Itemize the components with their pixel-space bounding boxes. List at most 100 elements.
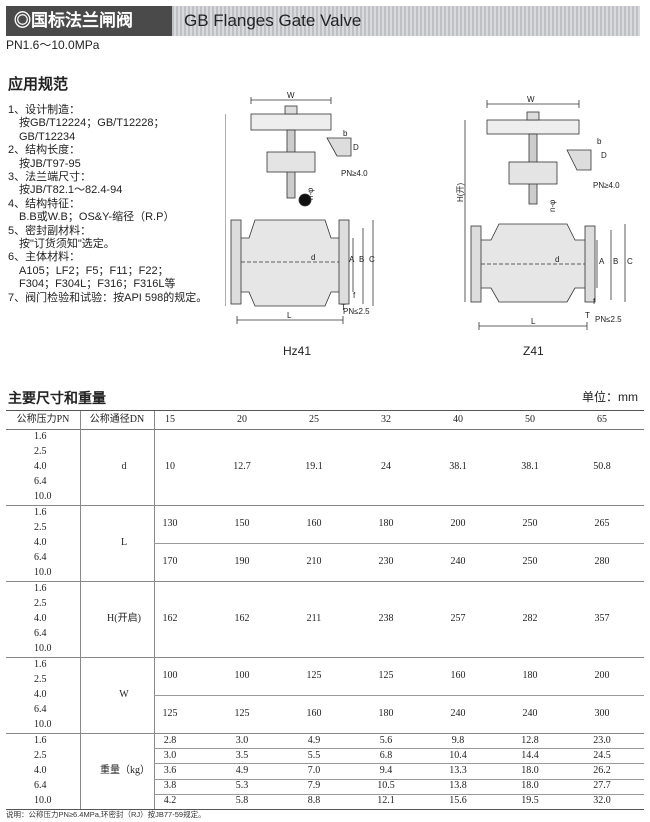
spec-line: 6、主体材料： — [8, 251, 81, 264]
group-divider — [6, 657, 644, 658]
table-cell: 250 — [522, 518, 538, 529]
label-w: W — [287, 92, 295, 100]
table-cell: 162 — [234, 613, 250, 624]
valve-drawings: W H(开) D b PN≥4.0 n-φ A B C d — [225, 92, 645, 364]
pn-value: 2.5 — [34, 674, 47, 685]
table-cell: 200 — [450, 518, 466, 529]
label-c: C — [369, 255, 375, 264]
spec-line: F304；F304L；F316；F316L等 — [8, 278, 176, 291]
label-n: n-φ — [306, 188, 315, 200]
table-cell: 9.4 — [379, 765, 393, 776]
row-divider — [154, 748, 644, 750]
param-label: 重量（kg） — [100, 765, 150, 776]
table-cell: 3.5 — [235, 749, 249, 761]
pn-value: 10.0 — [34, 491, 52, 502]
group-divider — [6, 733, 644, 734]
table-cell: 14.4 — [521, 749, 539, 761]
dn-header-value: 25 — [309, 414, 319, 425]
label-d-cap: D — [353, 143, 359, 152]
table-cell: 5.8 — [235, 795, 249, 807]
label-d: d — [555, 255, 559, 264]
table-cell: 200 — [594, 670, 610, 681]
label-h: H(开) — [456, 183, 465, 202]
table-cell: 160 — [306, 518, 322, 529]
spec-line: 5、密封副材料： — [8, 224, 92, 237]
table-cell: 211 — [306, 613, 322, 624]
spec-line: 按JB/T82.1～82.4-94 — [8, 184, 123, 197]
spec-line: 3、法兰端尺寸： — [8, 171, 92, 184]
spec-line: A105；LF2；F5；F11；F22； — [8, 264, 169, 277]
table-cell: 4.9 — [235, 765, 249, 776]
table-title: 主要尺寸和重量 — [8, 390, 106, 406]
table-cell: 282 — [522, 613, 538, 624]
table-cell: 238 — [378, 613, 394, 624]
spec-line: B.B或W.B；OS&Y-缩径（R.P） — [8, 211, 175, 224]
table-cell: 24.5 — [593, 749, 611, 761]
table-cell: 13.8 — [449, 780, 467, 792]
label-pn-high: PN≥4.0 — [593, 181, 620, 190]
spec-line: 按JB/T97-95 — [8, 157, 81, 170]
spec-line: 7、阀门检验和试验：按API 598的规定。 — [8, 291, 208, 304]
pressure-range: PN1.6～10.0MPa — [6, 38, 100, 52]
column-divider — [80, 411, 81, 809]
drawing-z41: W H(开) D b PN≥4.0 n-φ A B C d L — [456, 95, 633, 330]
table-cell: 9.8 — [451, 734, 465, 746]
table-cell: 8.8 — [307, 795, 321, 807]
table-cell: 125 — [306, 670, 322, 681]
table-cell: 2.8 — [163, 734, 177, 746]
table-cell: 160 — [306, 708, 322, 719]
table-cell: 4.2 — [163, 795, 177, 807]
table-cell: 240 — [450, 556, 466, 567]
label-l: L — [287, 311, 292, 320]
pn-value: 4.0 — [34, 461, 47, 472]
pn-value: 6.4 — [34, 780, 47, 791]
table-cell: 18.0 — [521, 765, 539, 776]
label-a: A — [599, 257, 605, 266]
table-cell: 162 — [162, 613, 178, 624]
param-label: L — [120, 537, 128, 548]
pn-value: 1.6 — [34, 659, 47, 670]
table-note: 说明：公称压力PN≥6.4MPa,环密封（RJ）按JB77-59规定。 — [6, 810, 206, 819]
table-cell: 190 — [234, 556, 250, 567]
label-b: b — [343, 129, 348, 138]
header-dn: 公称通径DN — [80, 411, 154, 430]
table-cell: 210 — [306, 556, 322, 567]
table-cell: 38.1 — [449, 461, 467, 472]
spec-line: 4、结构特征： — [8, 197, 81, 210]
table-cell: 19.5 — [521, 795, 539, 807]
spec-title: 应用规范 — [8, 76, 69, 93]
spec-line: 1、设计制造： — [8, 104, 81, 116]
label-f: f — [353, 291, 356, 300]
dn-header-value: 15 — [165, 414, 175, 425]
table-cell: 23.0 — [593, 734, 611, 746]
label-d: d — [311, 253, 315, 262]
table-unit: 单位：mm — [582, 390, 638, 404]
drawing-hz41: W H(开) D b PN≥4.0 n-φ A B C d — [225, 92, 375, 324]
row-divider — [154, 695, 644, 696]
dn-header-value: 65 — [597, 414, 607, 425]
row-divider — [154, 778, 644, 780]
label-w: W — [527, 95, 535, 104]
param-label: d — [121, 461, 127, 472]
param-label: W — [119, 689, 129, 700]
table-cell: 50.8 — [593, 461, 611, 472]
row-divider — [154, 763, 644, 765]
table-cell: 19.1 — [305, 461, 323, 472]
label-bb: B — [359, 255, 364, 264]
label-n: n-φ — [548, 200, 557, 212]
table-cell: 5.5 — [307, 749, 321, 761]
page-header: ◎国标法兰闸阀 GB Flanges Gate Valve — [6, 6, 640, 36]
table-cell: 3.0 — [235, 734, 249, 746]
row-divider — [154, 793, 644, 795]
group-divider — [6, 505, 644, 506]
pn-value: 1.6 — [34, 431, 47, 442]
spec-line: 2、结构长度： — [8, 144, 81, 157]
pn-value: 6.4 — [34, 704, 47, 715]
table-cell: 13.3 — [449, 765, 467, 776]
table-cell: 100 — [234, 670, 250, 681]
table-cell: 3.0 — [163, 749, 177, 761]
table-cell: 240 — [522, 708, 538, 719]
table-cell: 15.6 — [449, 795, 467, 807]
table-cell: 280 — [594, 556, 610, 567]
table-cell: 7.9 — [307, 780, 321, 792]
